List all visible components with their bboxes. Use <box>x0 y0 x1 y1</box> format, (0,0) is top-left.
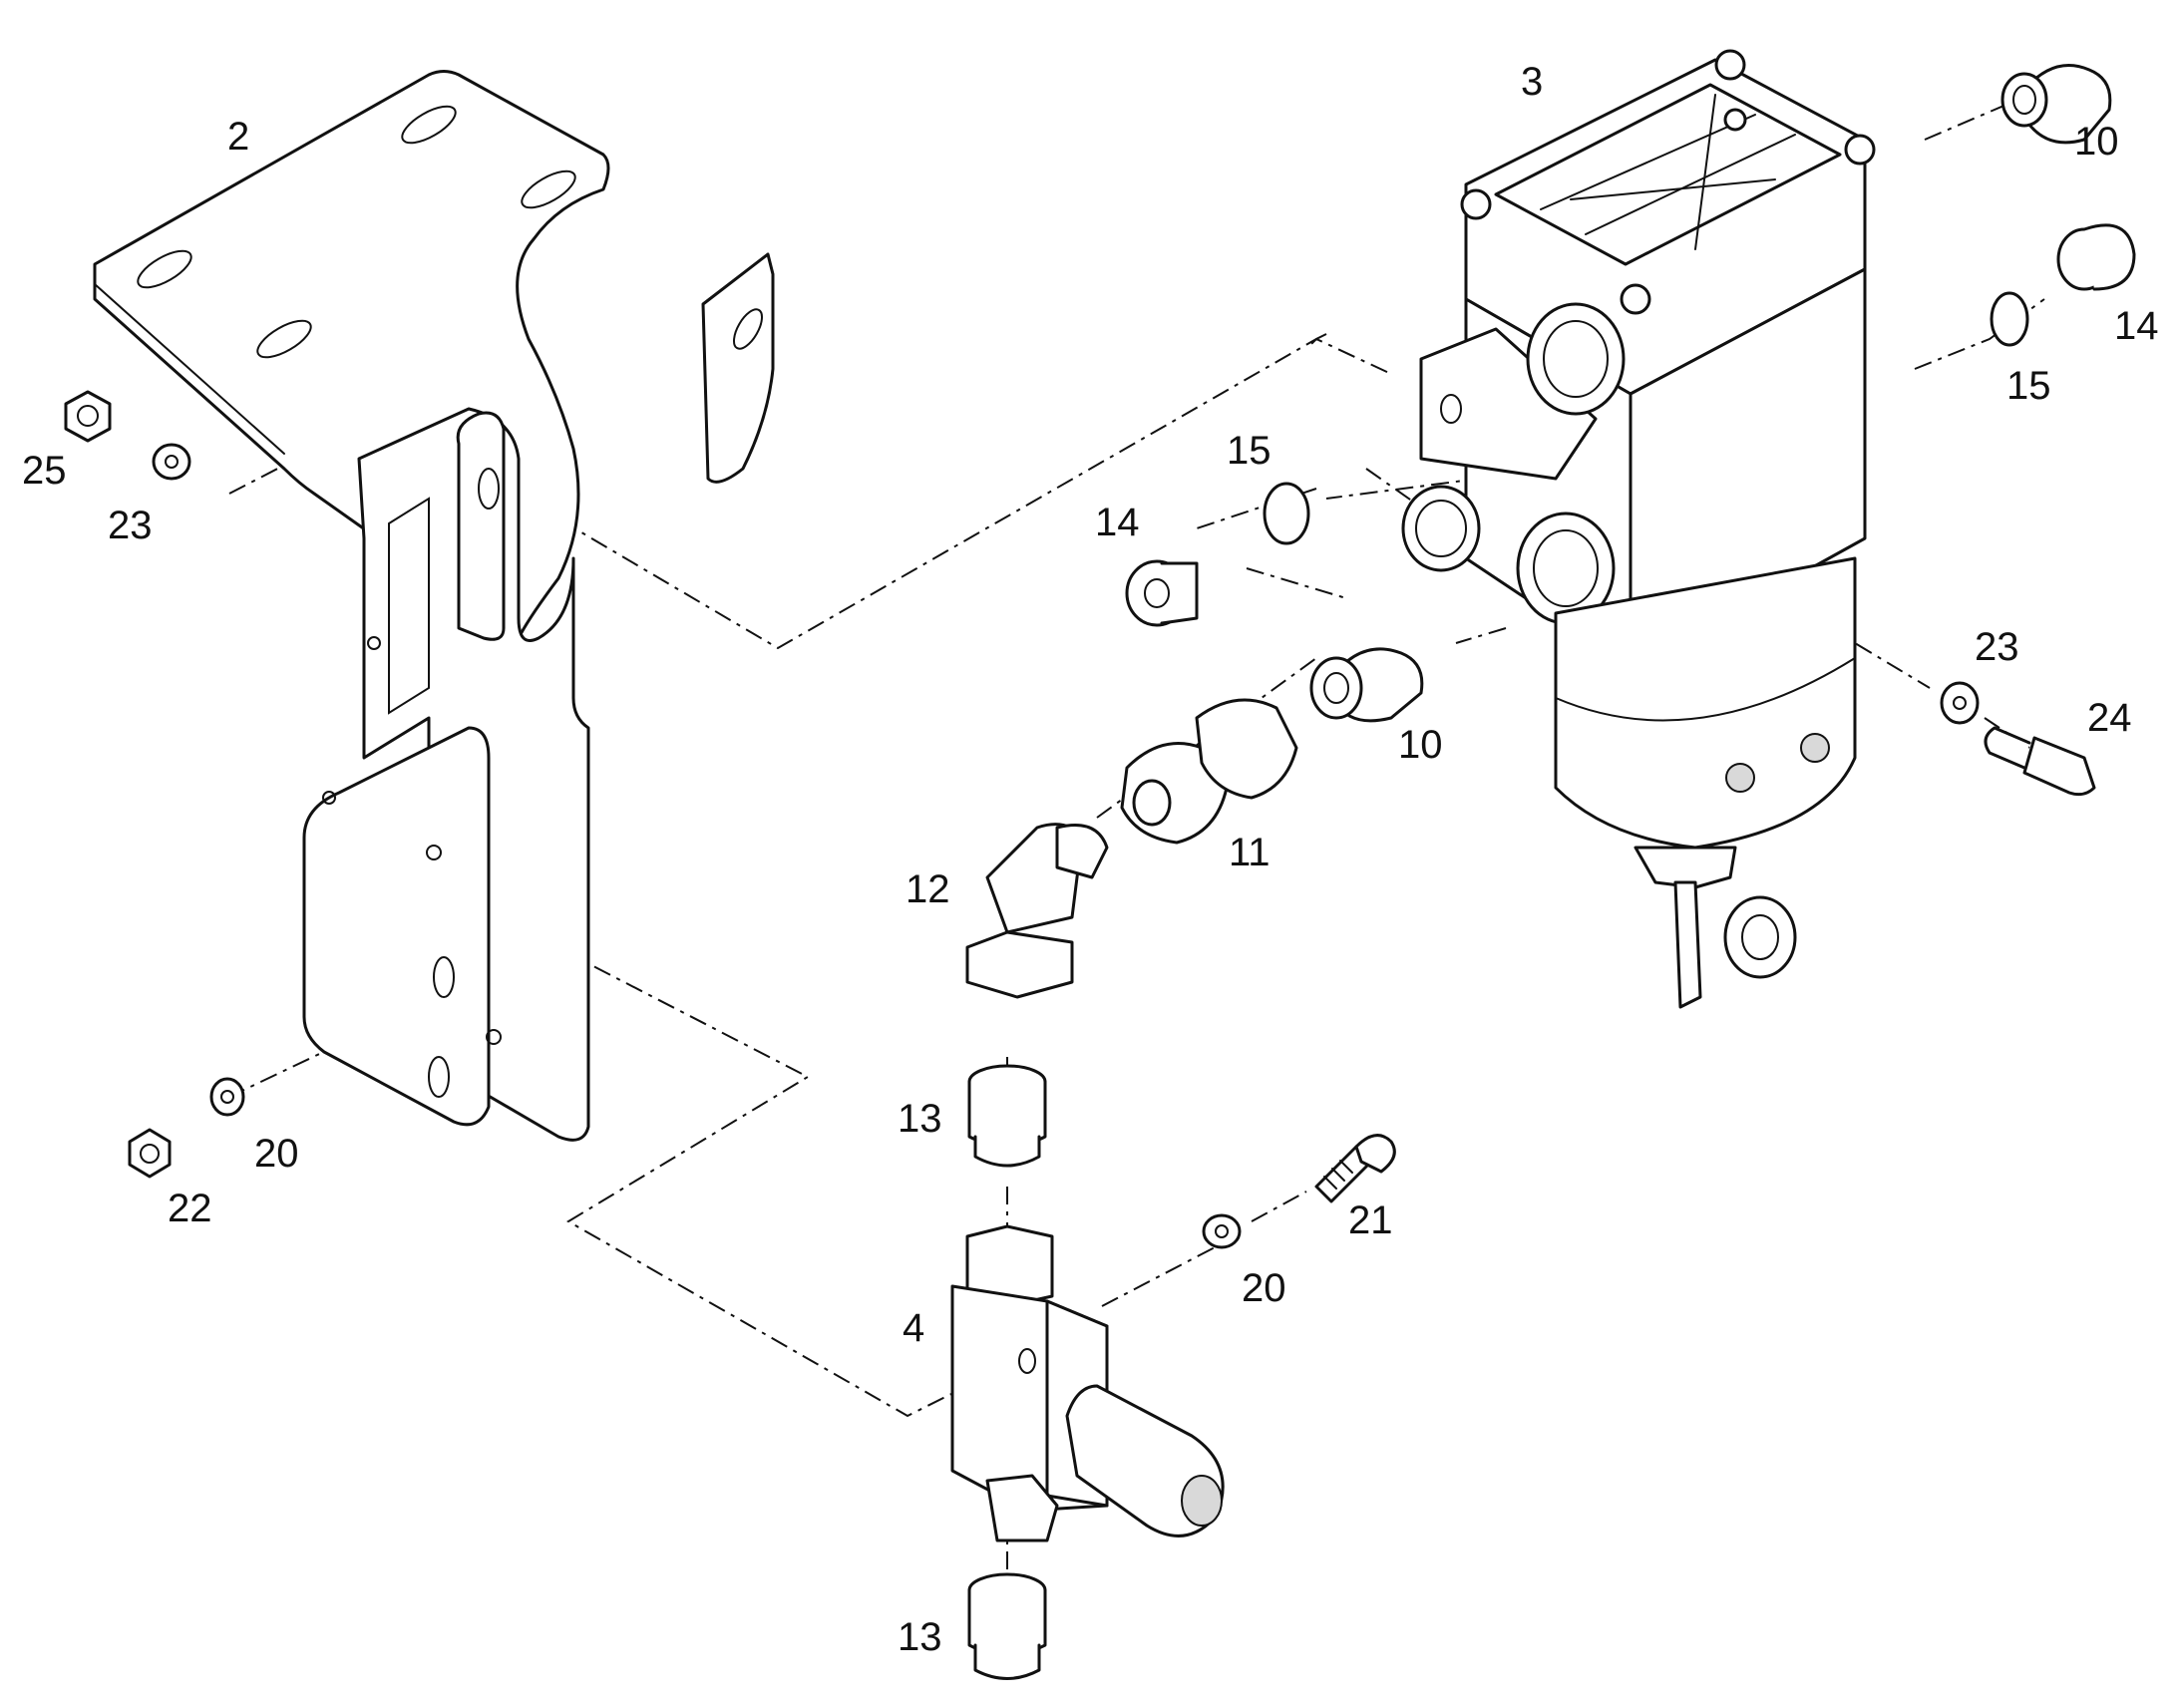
callout-20-left: 20 <box>254 1132 299 1176</box>
callout-24: 24 <box>2087 696 2132 740</box>
washer-20-right <box>1202 1213 1242 1249</box>
washer-23-right <box>1940 681 1980 725</box>
tee-block <box>950 1224 1225 1542</box>
callout-22: 22 <box>168 1187 212 1230</box>
callout-10-upper: 10 <box>2074 120 2119 164</box>
plug-lower <box>1125 559 1199 627</box>
callout-4: 4 <box>903 1306 924 1350</box>
mounting-bracket <box>93 70 775 1142</box>
fuel-filter-assembly <box>1401 49 1876 1009</box>
plug-upper <box>2056 223 2136 291</box>
callout-25: 25 <box>22 449 67 493</box>
elbow-fitting <box>965 823 1109 999</box>
adapter-fitting-lower <box>1309 647 1424 723</box>
callout-20-right: 20 <box>1242 1266 1286 1310</box>
callout-13-lower: 13 <box>898 1615 942 1659</box>
washer-23-left <box>152 443 191 481</box>
washer-20-left <box>209 1077 245 1117</box>
callout-15-lower: 15 <box>1227 429 1272 473</box>
callout-23-right: 23 <box>1975 625 2019 669</box>
callout-2: 2 <box>227 115 249 159</box>
callout-13-upper: 13 <box>898 1097 942 1141</box>
nut-22 <box>128 1128 172 1179</box>
callout-3: 3 <box>1521 60 1543 104</box>
callout-10-lower: 10 <box>1398 723 1443 767</box>
callout-labels: 2 3 4 10 10 11 12 13 13 14 14 15 15 20 2… <box>22 60 2159 1659</box>
callout-23-left: 23 <box>108 504 153 547</box>
screw-24 <box>1984 726 2096 797</box>
o-ring-upper <box>1990 291 2029 347</box>
callout-14-upper: 14 <box>2114 304 2159 348</box>
callout-21: 21 <box>1348 1198 1393 1242</box>
callout-11: 11 <box>1229 831 1271 874</box>
screw-21 <box>1314 1134 1396 1203</box>
nut-25 <box>64 390 112 443</box>
nipple-fitting-upper <box>967 1064 1047 1168</box>
adapter-fitting-upper <box>2000 64 2112 145</box>
union-fitting <box>1120 698 1298 845</box>
callout-15-upper: 15 <box>2006 364 2051 408</box>
callout-12: 12 <box>906 867 950 911</box>
o-ring-lower <box>1263 482 1310 545</box>
callout-14-lower: 14 <box>1095 501 1140 544</box>
nipple-fitting-lower <box>967 1572 1047 1680</box>
